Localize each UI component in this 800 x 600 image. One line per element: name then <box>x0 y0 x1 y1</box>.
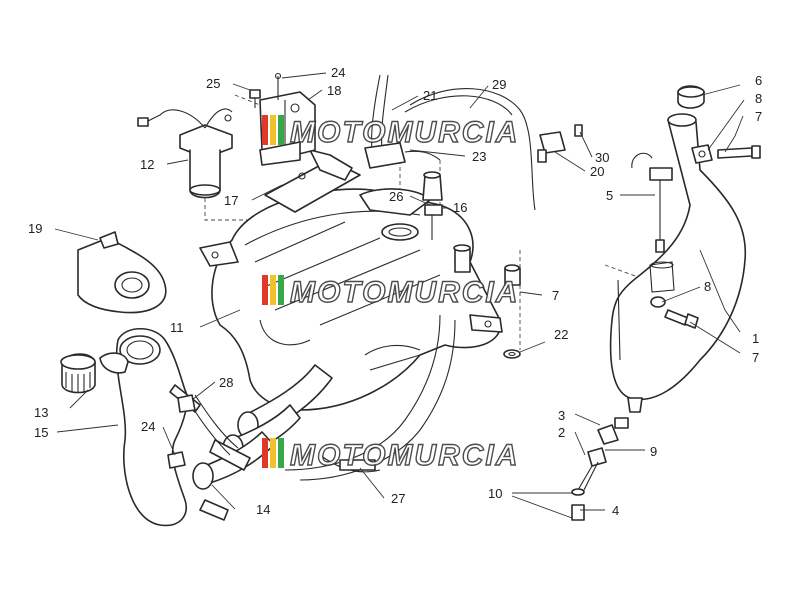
oil-reservoir <box>609 113 747 413</box>
mounting-bracket <box>259 91 361 213</box>
callout-1: 1 <box>752 331 759 346</box>
screw-set-top <box>249 72 282 108</box>
watermark-text-top: MOTOMURCIA <box>290 116 519 149</box>
callout-30: 30 <box>595 150 609 165</box>
callout-23: 23 <box>472 149 486 164</box>
callout-3: 3 <box>558 408 565 423</box>
watermark-text-bottom: MOTOMURCIA <box>290 439 519 472</box>
heat-shield <box>77 231 167 314</box>
callout-22: 22 <box>554 327 568 342</box>
callout-17: 17 <box>224 193 238 208</box>
fuel-tap <box>422 171 443 240</box>
watermark-middle: MOTOMURCIA <box>262 275 519 310</box>
callout-13: 13 <box>34 405 48 420</box>
callout-8-top: 8 <box>755 91 762 106</box>
drain-fittings <box>571 417 629 521</box>
callout-19: 19 <box>28 221 42 236</box>
screws-and-washers-right <box>650 144 761 329</box>
callout-8-middle: 8 <box>704 279 711 294</box>
callout-7-middle: 7 <box>552 288 559 303</box>
callout-26: 26 <box>389 189 403 204</box>
callout-7-top: 7 <box>755 109 762 124</box>
callout-5: 5 <box>606 188 613 203</box>
callout-10: 10 <box>488 486 502 501</box>
callout-28: 28 <box>219 375 233 390</box>
leader-lines <box>54 72 745 519</box>
filler-cap <box>60 353 96 394</box>
callout-20: 20 <box>590 164 604 179</box>
callout-9: 9 <box>650 444 657 459</box>
callout-14: 14 <box>256 502 270 517</box>
watermark-bottom: MOTOMURCIA <box>262 438 519 473</box>
reservoir-cap <box>677 85 705 109</box>
callout-15: 15 <box>34 425 48 440</box>
callout-12: 12 <box>140 157 154 172</box>
callout-2: 2 <box>558 425 565 440</box>
watermark-top: MOTOMURCIA <box>262 115 519 150</box>
watermark-text-middle: MOTOMURCIA <box>290 276 519 309</box>
callout-6: 6 <box>755 73 762 88</box>
callout-18: 18 <box>327 83 341 98</box>
callout-24-bottom: 24 <box>141 419 155 434</box>
callout-24-top: 24 <box>331 65 345 80</box>
callout-29: 29 <box>492 77 506 92</box>
callout-4: 4 <box>612 503 619 518</box>
level-gauge <box>631 152 673 253</box>
callout-27: 27 <box>391 491 405 506</box>
callout-7-bottom: 7 <box>752 350 759 365</box>
hose-clamps <box>167 394 196 469</box>
callout-25: 25 <box>206 76 220 91</box>
fuel-tank <box>199 188 521 411</box>
callout-numbers: 1 2 3 4 5 6 7 7 7 8 8 9 10 11 12 13 14 1… <box>28 65 762 518</box>
callout-21: 21 <box>423 88 437 103</box>
tank-outlet-pipes <box>192 314 456 521</box>
washer-22 <box>503 349 521 359</box>
callout-16: 16 <box>453 200 467 215</box>
callout-11: 11 <box>170 320 184 335</box>
vent-pipes <box>364 74 583 211</box>
filler-pipe <box>99 328 239 527</box>
fuel-pump <box>137 108 233 199</box>
